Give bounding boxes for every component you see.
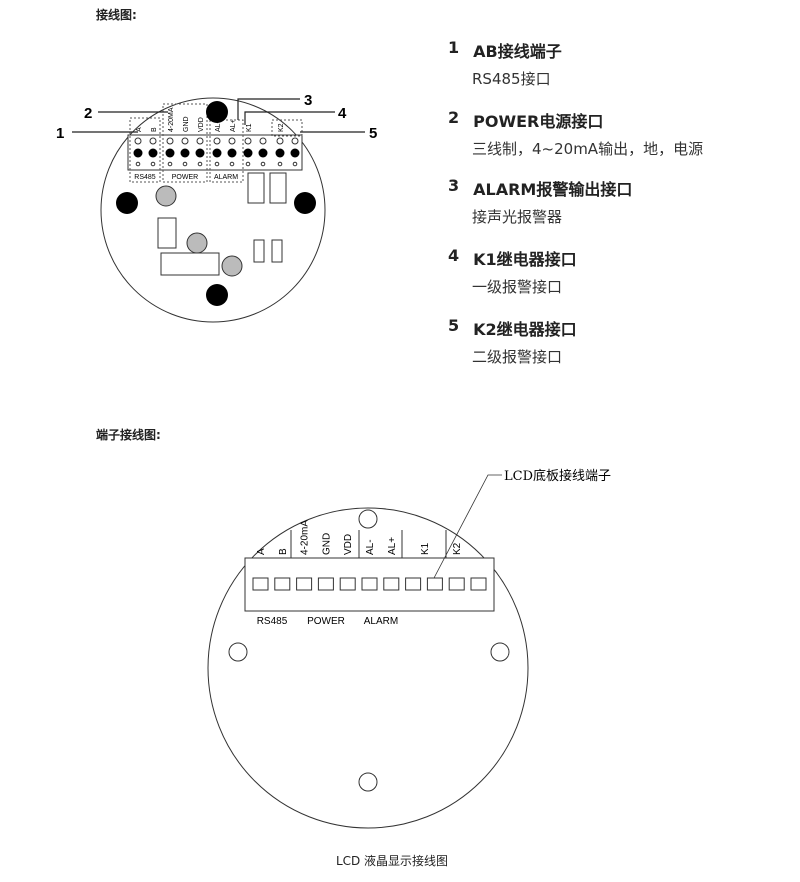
pcb-pin-hole: [181, 137, 189, 145]
pcb-pin-dot: [245, 161, 251, 167]
section-title-wiring: 接线图:: [96, 8, 137, 22]
lcd-terminal-diagram: A B 4-20mA GND VDD AL- AL+ K1 K2 RS485 POWER ALA…: [207, 468, 611, 829]
pcb-pin-hole: [276, 137, 284, 145]
lcd-pin-label: AL-: [365, 539, 376, 555]
item-number: 1: [448, 38, 460, 57]
pcb-pin-hole: [149, 137, 157, 145]
item-title: K1继电器接口: [473, 250, 577, 269]
lcd-pin-label: GND: [321, 533, 332, 555]
pcb-pin-label: 4-20MA: [168, 107, 175, 132]
pcb-pin-screw: [227, 148, 237, 158]
pcb-group-alarm: ALARM: [214, 174, 238, 181]
lcd-terminal-slot: [317, 577, 334, 591]
callout-3: 3: [304, 92, 312, 109]
pcb-pin-hole: [213, 137, 221, 145]
pcb-pin-screw: [290, 148, 300, 158]
pcb-group-rs485: RS485: [134, 174, 156, 181]
lcd-pin-label: 4-20mA: [300, 520, 311, 555]
pcb-pin-dot: [277, 161, 283, 167]
pcb-pin-screw: [165, 148, 175, 158]
pcb-pin-dot: [167, 161, 173, 167]
lcd-terminal-slot: [296, 577, 313, 591]
lcd-pin-label: VDD: [343, 534, 354, 555]
pcb-pin-hole: [244, 137, 252, 145]
pcb-pin-screw: [180, 148, 190, 158]
pcb-pin-dot: [260, 161, 266, 167]
lcd-group-alarm: ALARM: [364, 616, 398, 627]
lcd-terminal-slot: [274, 577, 291, 591]
callout-4: 4: [338, 105, 347, 122]
item-description: 一级报警接口: [472, 278, 563, 296]
lcd-pin-label: AL+: [387, 537, 398, 555]
lcd-pin-label: A: [256, 548, 267, 555]
item-number: 3: [448, 176, 460, 195]
list-item: 1 AB接线端子 RS485接口: [448, 38, 562, 89]
pcb-pin-screw: [133, 148, 143, 158]
pcb-pin-dot: [214, 161, 220, 167]
list-item: 2 POWER电源接口三线制，4~20mA输出，地，电源: [448, 108, 703, 159]
item-description: 三线制，4~20mA输出，地，电源: [472, 140, 704, 158]
item-number: 2: [448, 108, 460, 127]
pcb-pin-label: A: [136, 127, 143, 132]
lcd-terminal-slot: [383, 577, 400, 591]
pcb-pin-label: K1: [246, 123, 253, 132]
lcd-terminal-slot: [252, 577, 269, 591]
pcb-pin-dot: [292, 161, 298, 167]
lcd-terminal-slot: [448, 577, 465, 591]
lcd-terminal-slot: [470, 577, 487, 591]
item-title: AB接线端子: [473, 42, 562, 61]
pcb-pin-dot: [150, 161, 156, 167]
list-item: 4 K1继电器接口一级报警接口: [448, 246, 577, 297]
lcd-terminal-slot: [361, 577, 378, 591]
lcd-pin-label: B: [278, 548, 289, 555]
pcb-pin-hole: [228, 137, 236, 145]
pcb-pin-label: VDD: [198, 117, 205, 132]
item-description: 二级报警接口: [472, 348, 563, 366]
list-item: 5 K2继电器接口二级报警接口: [448, 316, 577, 367]
item-title: POWER电源接口: [473, 112, 604, 131]
lcd-caption: LCD 液晶显示接线图: [335, 854, 449, 868]
lcd-callout-label: LCD底板接线端子: [504, 468, 611, 484]
item-title: ALARM报警输出接口: [473, 180, 633, 199]
item-number: 4: [448, 246, 460, 265]
lcd-pin-label: K2: [452, 542, 463, 555]
callout-2: 2: [84, 105, 92, 122]
pcb-pin-screw: [148, 148, 158, 158]
pcb-pin-hole: [259, 137, 267, 145]
pcb-pin-hole: [196, 137, 204, 145]
pcb-pin-hole: [166, 137, 174, 145]
pcb-pin-dot: [182, 161, 188, 167]
pcb-pin-screw: [243, 148, 253, 158]
pcb-wiring-diagram: A B 4-20MA GND VDD AL- AL+ K1 K2 RS485 POWER ALA…: [56, 92, 377, 323]
callout-5: 5: [369, 125, 377, 142]
pcb-pin-screw: [275, 148, 285, 158]
pcb-pin-dot: [135, 161, 141, 167]
section-title-terminal: 端子接线图:: [96, 428, 161, 442]
callout-1: 1: [56, 125, 64, 142]
item-title: K2继电器接口: [473, 320, 577, 339]
item-number: 5: [448, 316, 460, 335]
pcb-pin-hole: [291, 137, 299, 145]
pcb-pin-label: B: [151, 127, 158, 132]
pcb-pin-screw: [195, 148, 205, 158]
list-item: 3 ALARM报警输出接口接声光报警器: [448, 176, 632, 227]
pcb-pin-label: AL-: [215, 120, 222, 132]
lcd-group-rs485: RS485: [257, 616, 288, 627]
lcd-terminal-slot: [405, 577, 422, 591]
lcd-group-power: POWER: [307, 616, 345, 627]
item-description: RS485接口: [472, 70, 551, 88]
pcb-pin-screw: [258, 148, 268, 158]
pcb-pin-dot: [229, 161, 235, 167]
lcd-pin-label: K1: [420, 542, 431, 555]
item-description: 接声光报警器: [472, 208, 563, 226]
pcb-pin-dot: [197, 161, 203, 167]
lcd-terminal-slot: [339, 577, 356, 591]
pcb-group-power: POWER: [172, 174, 198, 181]
lcd-terminal-slot: [426, 577, 443, 591]
pcb-pin-hole: [134, 137, 142, 145]
pcb-pin-label: AL+: [230, 119, 237, 132]
pcb-pin-label: GND: [183, 116, 190, 132]
pcb-pin-label: K2: [278, 123, 285, 132]
pcb-pin-screw: [212, 148, 222, 158]
